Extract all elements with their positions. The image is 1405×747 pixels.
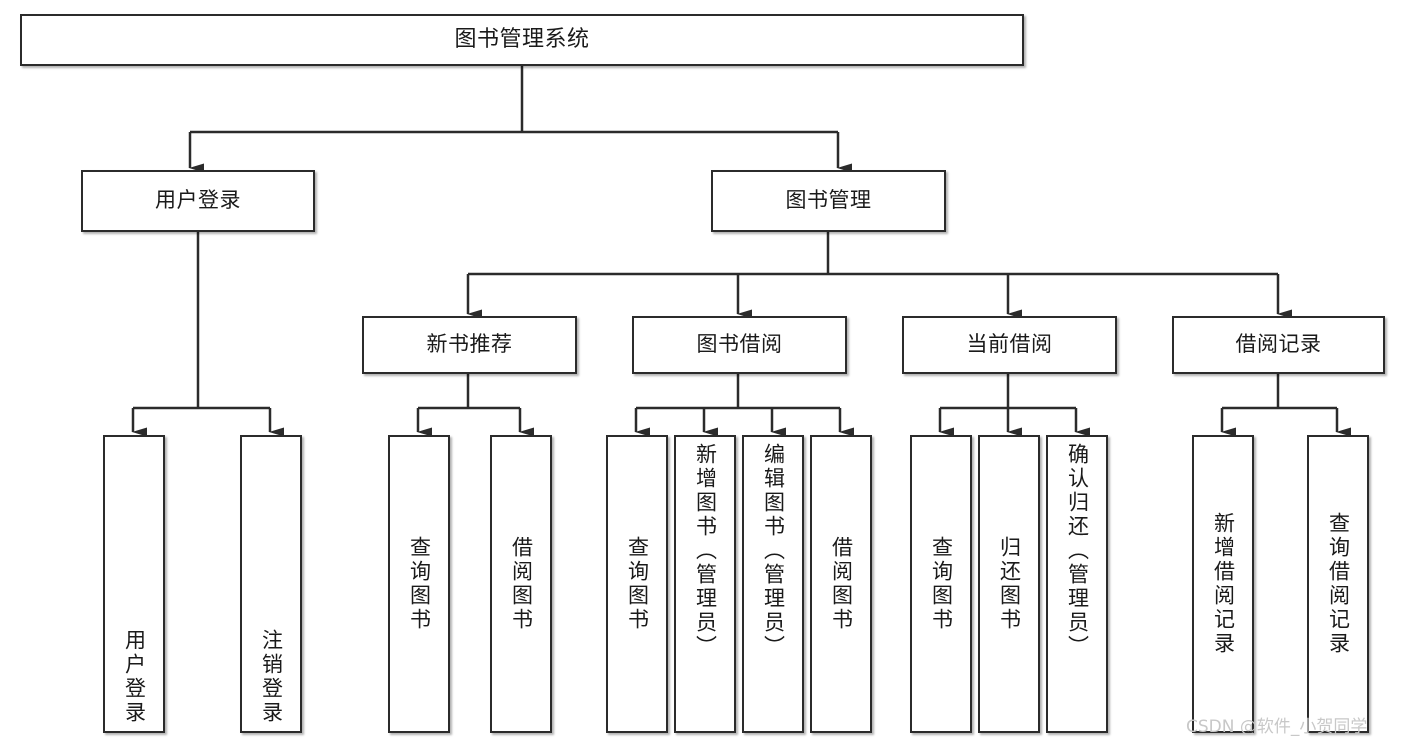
node-borrow-record-label: 借阅记录	[1235, 332, 1322, 357]
node-leaf-borrow-query-label: 查询图书	[625, 536, 650, 632]
node-leaf-cur-return-label: 归还图书	[997, 536, 1022, 632]
node-leaf-rec-add-label: 新增借阅记录	[1211, 512, 1236, 656]
node-leaf-cur-confirm[interactable]: 确认归还（管理员）	[1046, 435, 1108, 733]
node-leaf-rec-query2-label: 查询借阅记录	[1326, 512, 1351, 656]
node-current-borrow[interactable]: 当前借阅	[902, 316, 1117, 374]
node-leaf-user-login[interactable]: 用户登录	[103, 435, 165, 733]
node-leaf-logout[interactable]: 注销登录	[240, 435, 302, 733]
node-leaf-rec-query2[interactable]: 查询借阅记录	[1307, 435, 1369, 733]
node-leaf-borrow-lend[interactable]: 借阅图书	[810, 435, 872, 733]
node-leaf-cur-return[interactable]: 归还图书	[978, 435, 1040, 733]
node-leaf-cur-query[interactable]: 查询图书	[910, 435, 972, 733]
node-leaf-borrow-add[interactable]: 新增图书（管理员）	[674, 435, 736, 733]
node-leaf-borrow-edit-label: 编辑图书（管理员）	[761, 443, 786, 659]
node-leaf-borrow-edit[interactable]: 编辑图书（管理员）	[742, 435, 804, 733]
node-leaf-borrow-lend-label: 借阅图书	[829, 536, 854, 632]
node-leaf-rec-query[interactable]: 查询图书	[388, 435, 450, 733]
node-root-label: 图书管理系统	[454, 26, 590, 52]
node-book-borrow[interactable]: 图书借阅	[632, 316, 847, 374]
csdn-watermark: CSDN @软件_小贺同学	[1186, 717, 1368, 737]
node-book-manage[interactable]: 图书管理	[711, 170, 946, 232]
node-leaf-borrow-add-label: 新增图书（管理员）	[693, 443, 718, 659]
node-book-borrow-label: 图书借阅	[696, 332, 783, 357]
node-root[interactable]: 图书管理系统	[20, 14, 1024, 66]
node-leaf-cur-confirm-label: 确认归还（管理员）	[1065, 443, 1090, 659]
node-leaf-rec-query-label: 查询图书	[407, 536, 432, 632]
node-leaf-rec-borrow-label: 借阅图书	[509, 536, 534, 632]
node-new-book-rec[interactable]: 新书推荐	[362, 316, 577, 374]
node-leaf-user-login-label: 用户登录	[122, 629, 147, 725]
node-leaf-rec-add[interactable]: 新增借阅记录	[1192, 435, 1254, 733]
node-new-book-rec-label: 新书推荐	[426, 332, 513, 357]
node-borrow-record[interactable]: 借阅记录	[1172, 316, 1385, 374]
node-leaf-borrow-query[interactable]: 查询图书	[606, 435, 668, 733]
node-current-borrow-label: 当前借阅	[966, 332, 1053, 357]
node-leaf-cur-query-label: 查询图书	[929, 536, 954, 632]
node-user-login-label: 用户登录	[155, 188, 241, 213]
node-user-login[interactable]: 用户登录	[81, 170, 315, 232]
node-leaf-rec-borrow[interactable]: 借阅图书	[490, 435, 552, 733]
node-book-manage-label: 图书管理	[785, 188, 872, 213]
node-leaf-logout-label: 注销登录	[259, 629, 284, 725]
